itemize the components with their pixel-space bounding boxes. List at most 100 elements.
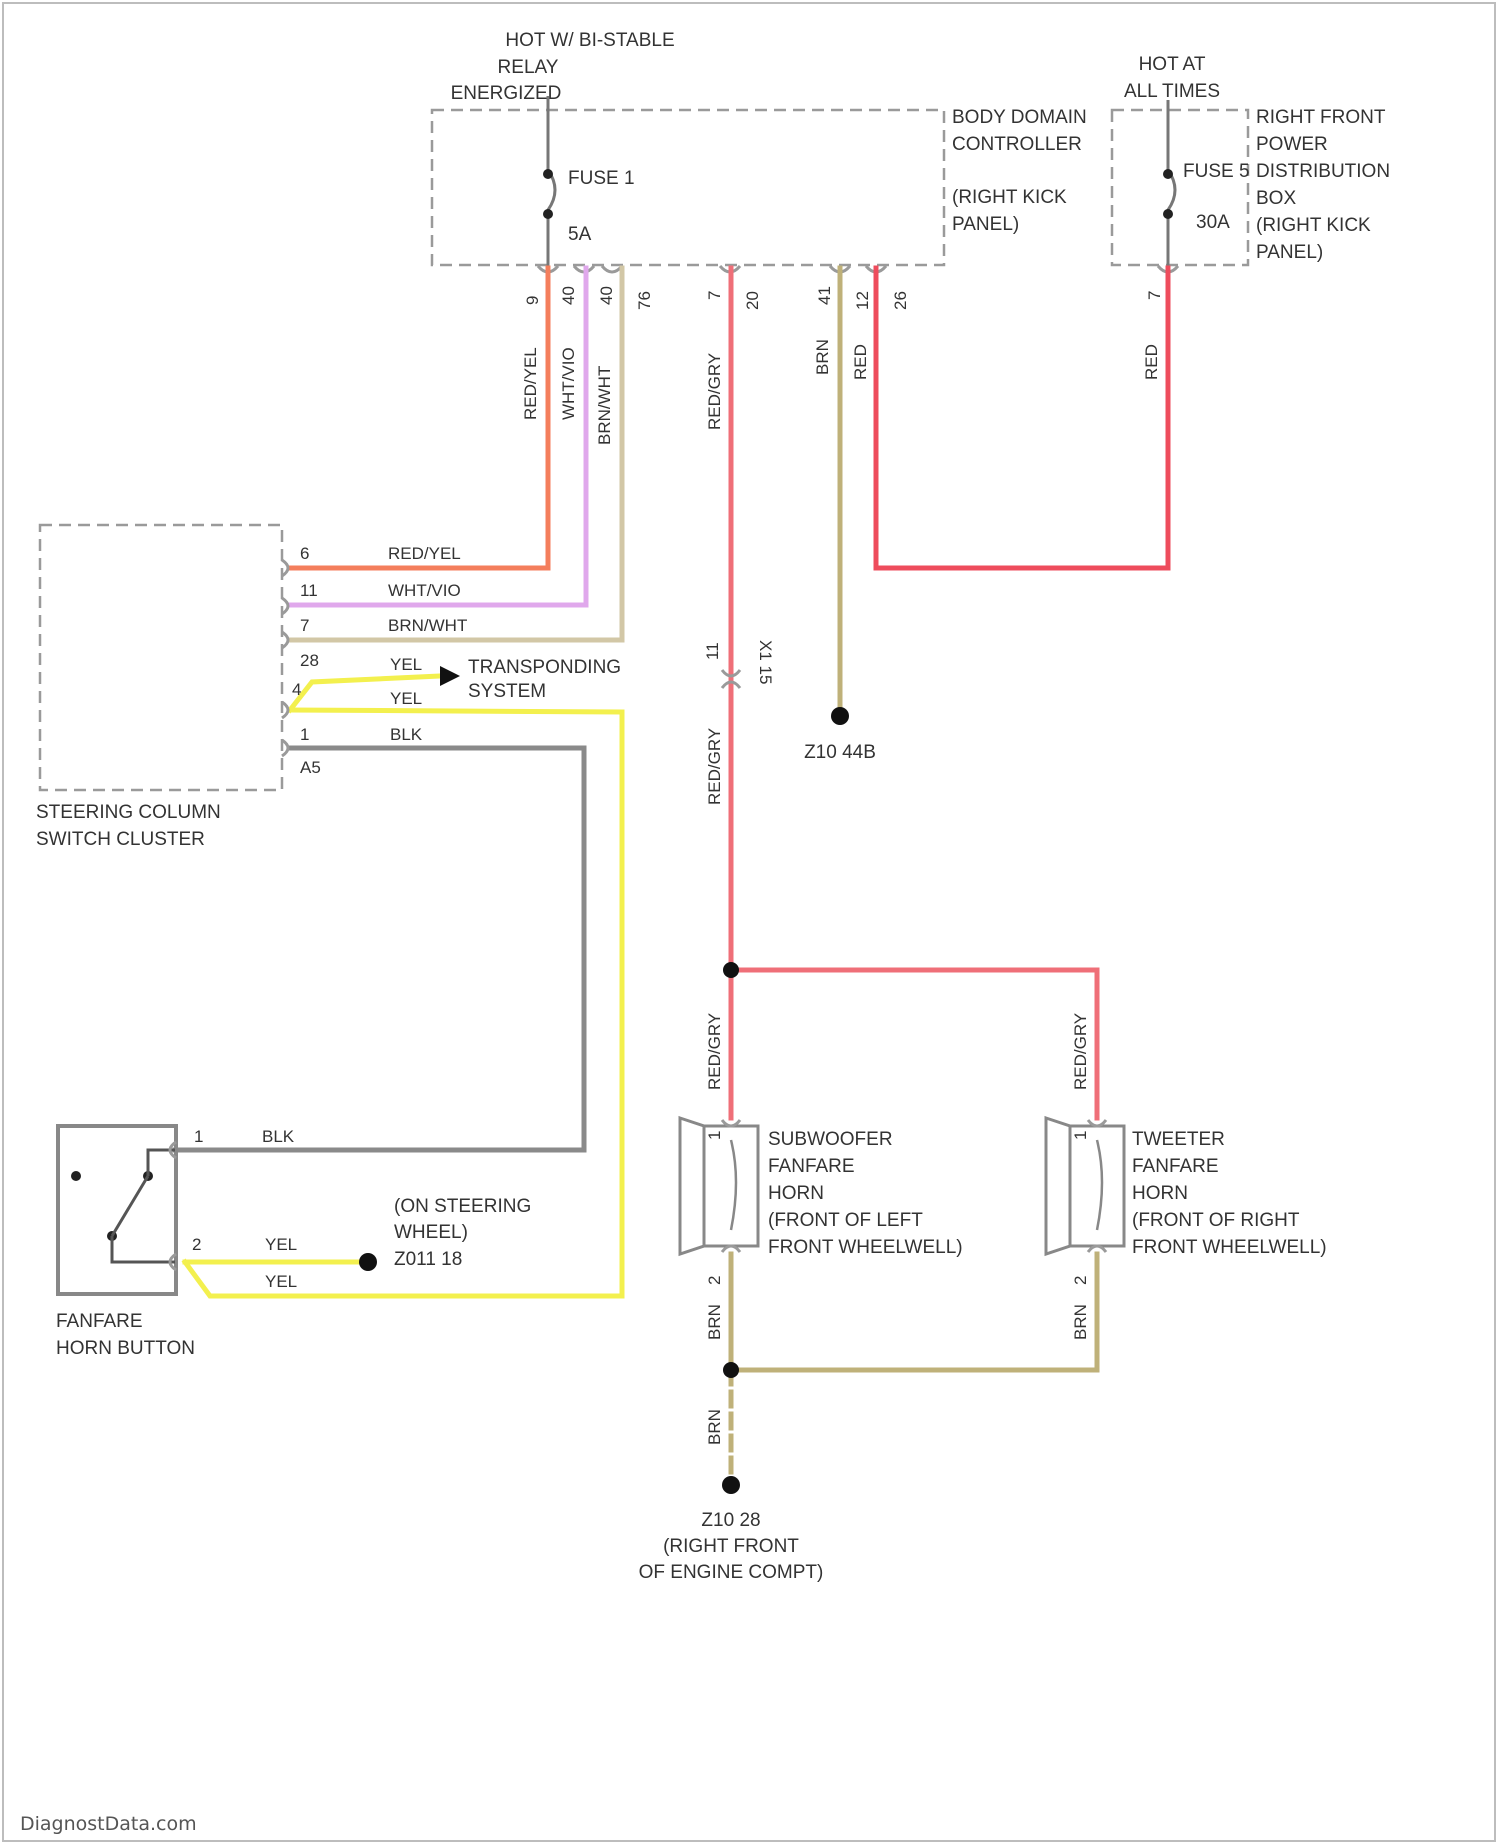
sub-pin-2: 2 — [705, 1276, 724, 1285]
scsc-pin: 28 — [300, 651, 319, 670]
splice-brn — [723, 1362, 739, 1378]
body-domain-controller-box — [432, 110, 944, 265]
tweet-wire-label-red-gry: RED/GRY — [1071, 1013, 1090, 1090]
bdc-pin: 20 — [743, 291, 762, 310]
bdc-label-2: CONTROLLER — [952, 134, 1082, 155]
bdc-pin: 41 — [815, 286, 834, 305]
tweet-pin-1: 1 — [1071, 1131, 1090, 1140]
wire-blk-horn-switch — [175, 748, 584, 1150]
tweet-wire-label-brn: BRN — [1071, 1304, 1090, 1340]
horn-button-label-1: FANFARE — [56, 1311, 143, 1332]
fuse5-rating: 30A — [1196, 212, 1230, 233]
sub-label-5: FRONT WHEELWELL) — [768, 1237, 963, 1258]
bdc-pin-labels: 9 40 40 76 7 20 41 12 26 7 — [523, 286, 1164, 310]
rfpdb-label-2: POWER — [1256, 134, 1328, 155]
power-distribution-box — [1112, 110, 1248, 265]
transponder-arrow-icon — [440, 666, 460, 686]
bdc-pin: 76 — [635, 291, 654, 310]
bdc-label-5: PANEL) — [952, 214, 1019, 235]
bdc-label-4: (RIGHT KICK — [952, 187, 1067, 208]
pdb-pin: 7 — [1145, 291, 1164, 300]
top-connector-hooks — [538, 266, 1178, 272]
tweet-label-1: TWEETER — [1132, 1129, 1225, 1150]
bdc-pin: 26 — [891, 291, 910, 310]
scsc-label-1: STEERING COLUMN — [36, 802, 221, 823]
scsc-wire-label-blk: BLK — [390, 725, 423, 744]
hot-bistable-label-3: ENERGIZED — [451, 83, 562, 104]
sub-label-4: (FRONT OF LEFT — [768, 1210, 923, 1231]
wire-label-red: RED — [851, 344, 870, 380]
inline-connector: X1 15 11 — [703, 640, 775, 688]
transponder-label-1: TRANSPONDING — [468, 657, 621, 678]
hot-bistable-label-1: HOT W/ BI-STABLE — [505, 30, 674, 51]
hb-wire-label-yel-b: YEL — [265, 1272, 297, 1291]
ground-label-3: OF ENGINE COMPT) — [639, 1562, 824, 1583]
tweet-label-5: FRONT WHEELWELL) — [1132, 1237, 1327, 1258]
scsc-wire-label-wht-vio: WHT/VIO — [388, 581, 461, 600]
ground-z10-44b-icon — [831, 707, 849, 725]
on-steering-label-1: (ON STEERING — [394, 1196, 531, 1217]
inline-pin-top: X1 15 — [756, 640, 775, 684]
wire-red-yel — [290, 268, 548, 568]
scsc-pin: A5 — [300, 758, 321, 777]
sub-pin-1: 1 — [705, 1131, 724, 1140]
sub-wire-label-brn: BRN — [705, 1304, 724, 1340]
gnd-wire-label-brn: BRN — [705, 1409, 724, 1445]
rfpdb-label-6: PANEL) — [1256, 242, 1323, 263]
sub-label-1: SUBWOOFER — [768, 1129, 893, 1150]
horn-button-pin-2: 2 — [192, 1235, 201, 1254]
wire-label-red-pdb: RED — [1142, 344, 1161, 380]
fuse-5: FUSE 5 30A — [1163, 100, 1250, 268]
ground-z10-44b-label: Z10 44B — [804, 742, 876, 763]
rfpdb-label-1: RIGHT FRONT — [1256, 107, 1386, 128]
sub-label-2: FANFARE — [768, 1156, 855, 1177]
scsc-pin: 7 — [300, 616, 309, 635]
on-steering-label-2: WHEEL) — [394, 1222, 468, 1243]
tweet-label-3: HORN — [1132, 1183, 1188, 1204]
mid-wire-label-red-gry: RED/GRY — [705, 728, 724, 805]
scsc-wire-label-brn-wht: BRN/WHT — [388, 616, 467, 635]
bdc-pin: 40 — [559, 286, 578, 305]
bdc-pin: 7 — [705, 291, 724, 300]
wire-label-brn: BRN — [813, 339, 832, 375]
transponder-label-2: SYSTEM — [468, 681, 546, 702]
horn-switch-icon — [71, 1150, 175, 1262]
wire-brn-tweeter — [731, 1254, 1097, 1370]
steering-column-switch-cluster-box — [40, 525, 282, 790]
footer-watermark: DiagnostData.com — [20, 1813, 197, 1835]
hb-wire-label-yel-a: YEL — [265, 1235, 297, 1254]
rfpdb-label-4: BOX — [1256, 188, 1296, 209]
scsc-pin: 11 — [300, 581, 318, 600]
bdc-pin: 9 — [523, 296, 542, 305]
rfpdb-label-5: (RIGHT KICK — [1256, 215, 1371, 236]
wire-label-wht-vio: WHT/VIO — [559, 347, 578, 420]
bdc-pin: 12 — [853, 291, 872, 310]
sub-label-3: HORN — [768, 1183, 824, 1204]
hot-all-times-1: HOT AT — [1139, 54, 1206, 75]
inline-pin-bot: 11 — [703, 642, 722, 660]
scsc-pin: 4 — [292, 680, 301, 699]
scsc-wire-label-red-yel: RED/YEL — [388, 544, 461, 563]
scsc-pin: 1 — [300, 725, 309, 744]
sub-wire-label-red-gry: RED/GRY — [705, 1013, 724, 1090]
horn-button-label-2: HORN BUTTON — [56, 1338, 195, 1359]
steering-ground-icon — [359, 1253, 377, 1271]
fuse-1: FUSE 1 5A — [543, 96, 635, 268]
wire-label-brn-wht: BRN/WHT — [595, 366, 614, 445]
ground-label-1: Z10 28 — [701, 1510, 760, 1531]
hot-all-times-2: ALL TIMES — [1124, 81, 1220, 102]
wire-red-pdb — [876, 268, 1168, 568]
wire-label-red-gry: RED/GRY — [705, 353, 724, 430]
tweet-label-4: (FRONT OF RIGHT — [1132, 1210, 1300, 1231]
splice-red-gry — [723, 962, 739, 978]
fuse1-rating: 5A — [568, 224, 592, 245]
horn-button-pin-1: 1 — [194, 1127, 203, 1146]
fuse5-name: FUSE 5 — [1183, 161, 1250, 182]
bdc-label-1: BODY DOMAIN — [952, 107, 1087, 128]
scsc-label-2: SWITCH CLUSTER — [36, 829, 205, 850]
hb-wire-label-blk: BLK — [262, 1127, 295, 1146]
hot-bistable-label-2: RELAY — [498, 57, 559, 78]
scsc-wire-label-yel-a: YEL — [390, 655, 422, 674]
